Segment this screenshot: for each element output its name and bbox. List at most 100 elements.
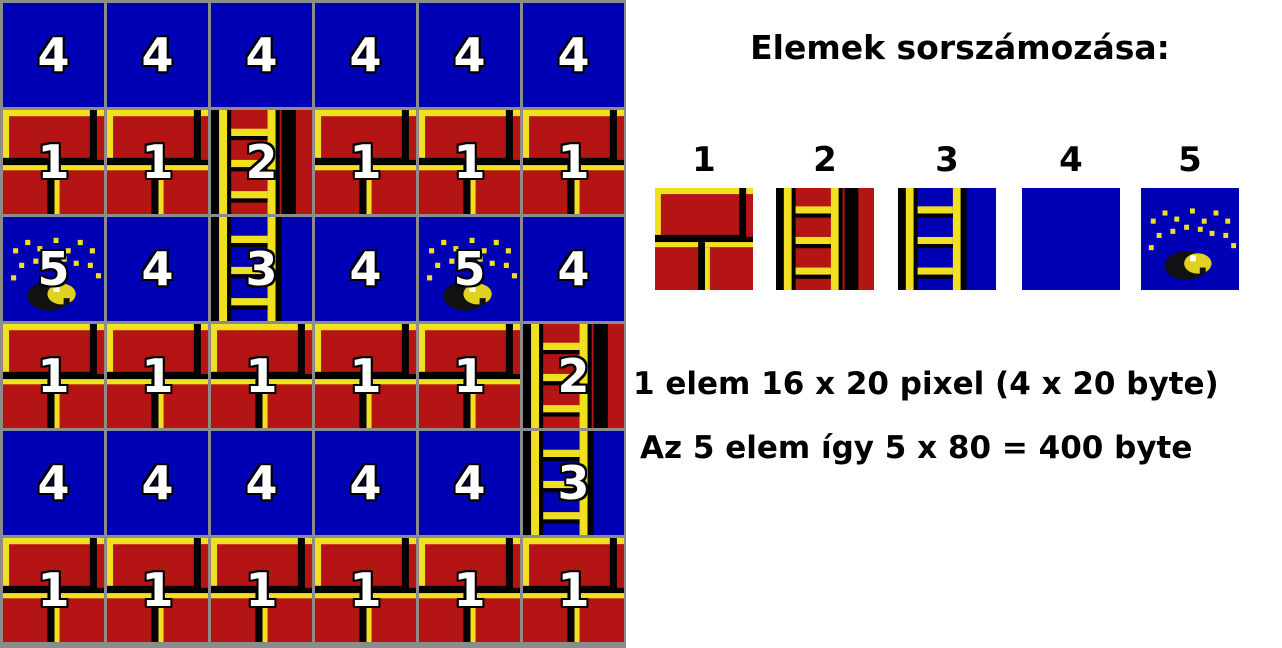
grid-cell: 1 <box>419 538 520 642</box>
grid-cell: 4 <box>3 3 104 107</box>
grid-cell: 4 <box>523 3 624 107</box>
legend-number: 5 <box>1178 140 1202 180</box>
legend-tile-blue-empty <box>1022 188 1120 290</box>
grid-cell-number: 1 <box>453 349 486 403</box>
grid-cell-number: 4 <box>557 242 590 296</box>
blue-tile <box>107 217 208 321</box>
ladder-blue-tile <box>898 188 996 290</box>
grid-cell-number: 3 <box>245 242 278 296</box>
legend-number: 3 <box>935 140 959 180</box>
grid-cell: 4 <box>419 431 520 535</box>
grid-cell-number: 1 <box>453 135 486 189</box>
grid-cell: 4 <box>211 3 312 107</box>
grid-cell-number: 5 <box>37 242 70 296</box>
grid-cell-number: 1 <box>141 135 174 189</box>
grid-cell: 4 <box>107 217 208 321</box>
grid-cell-number: 4 <box>141 242 174 296</box>
grid-cell: 1 <box>315 538 416 642</box>
grid-cell: 1 <box>211 538 312 642</box>
grid-cell: 1 <box>523 110 624 214</box>
info-line-2: Az 5 elem így 5 x 80 = 400 byte <box>640 430 1193 466</box>
grid-cell: 1 <box>107 324 208 428</box>
grid-cell-number: 4 <box>141 456 174 510</box>
grid-cell: 4 <box>107 431 208 535</box>
brick-tile <box>107 538 208 642</box>
brick-tile <box>315 324 416 428</box>
grid-cell-number: 1 <box>349 563 382 617</box>
grid-cell-number: 1 <box>349 349 382 403</box>
brick-tile <box>3 110 104 214</box>
grid-cell-number: 5 <box>453 242 486 296</box>
blue-tile <box>523 217 624 321</box>
grid-cell: 1 <box>3 324 104 428</box>
blue-tile <box>315 217 416 321</box>
grid-cell: 1 <box>419 110 520 214</box>
grid-cell: 2 <box>523 324 624 428</box>
ladder-blue-tile <box>211 217 312 321</box>
grid-cell: 1 <box>107 110 208 214</box>
grid-cell-number: 4 <box>37 28 70 82</box>
grid-cell: 4 <box>315 3 416 107</box>
grid-cell: 5 <box>3 217 104 321</box>
sparkle-bomb-tile <box>3 217 104 321</box>
blue-tile <box>315 3 416 107</box>
brick-tile <box>3 538 104 642</box>
grid-cell-number: 4 <box>557 28 590 82</box>
grid-cell-number: 4 <box>245 28 278 82</box>
grid-cell-number: 1 <box>245 349 278 403</box>
grid-cell-number: 4 <box>349 28 382 82</box>
blue-tile <box>211 3 312 107</box>
grid-cell: 3 <box>523 431 624 535</box>
info-line-1: 1 elem 16 x 20 pixel (4 x 20 byte) <box>633 366 1219 402</box>
grid-cell-number: 4 <box>349 456 382 510</box>
brick-tile <box>419 110 520 214</box>
legend-number: 4 <box>1059 140 1083 180</box>
grid-cell-number: 4 <box>453 28 486 82</box>
ladder-brick-tile <box>211 110 312 214</box>
brick-tile <box>523 110 624 214</box>
brick-tile <box>523 538 624 642</box>
blue-tile <box>107 431 208 535</box>
grid-cell-number: 1 <box>141 349 174 403</box>
grid-cell-number: 4 <box>245 456 278 510</box>
blue-tile <box>211 431 312 535</box>
ladder-blue-tile <box>523 431 624 535</box>
brick-tile <box>107 110 208 214</box>
grid-cell: 4 <box>211 431 312 535</box>
grid-cell: 1 <box>315 110 416 214</box>
grid-cell: 1 <box>315 324 416 428</box>
grid-cell-number: 1 <box>37 135 70 189</box>
grid-cell: 2 <box>211 110 312 214</box>
sparkle-bomb-tile <box>419 217 520 321</box>
blue-tile <box>419 3 520 107</box>
grid-cell: 1 <box>211 324 312 428</box>
ladder-brick-tile <box>523 324 624 428</box>
grid-cell: 4 <box>523 217 624 321</box>
brick-tile <box>107 324 208 428</box>
grid-cell-number: 1 <box>453 563 486 617</box>
grid-cell: 4 <box>315 217 416 321</box>
brick-tile <box>419 538 520 642</box>
legend-number: 2 <box>813 140 837 180</box>
legend-number: 1 <box>692 140 716 180</box>
grid-cell-number: 1 <box>37 563 70 617</box>
grid-cell: 1 <box>107 538 208 642</box>
grid-cell-number: 1 <box>349 135 382 189</box>
grid-cell: 4 <box>107 3 208 107</box>
blue-tile <box>3 3 104 107</box>
brick-tile <box>211 538 312 642</box>
brick-tile <box>315 538 416 642</box>
grid-cell-number: 1 <box>557 135 590 189</box>
brick-tile <box>315 110 416 214</box>
grid-cell: 1 <box>523 538 624 642</box>
grid-cell-number: 3 <box>557 456 590 510</box>
grid-cell: 4 <box>3 431 104 535</box>
grid-cell-number: 2 <box>557 349 590 403</box>
grid-cell: 3 <box>211 217 312 321</box>
blue-tile <box>1022 188 1120 290</box>
legend-title: Elemek sorszámozása: <box>750 28 1170 67</box>
grid-cell-number: 1 <box>245 563 278 617</box>
brick-tile <box>419 324 520 428</box>
grid-cell-number: 1 <box>557 563 590 617</box>
